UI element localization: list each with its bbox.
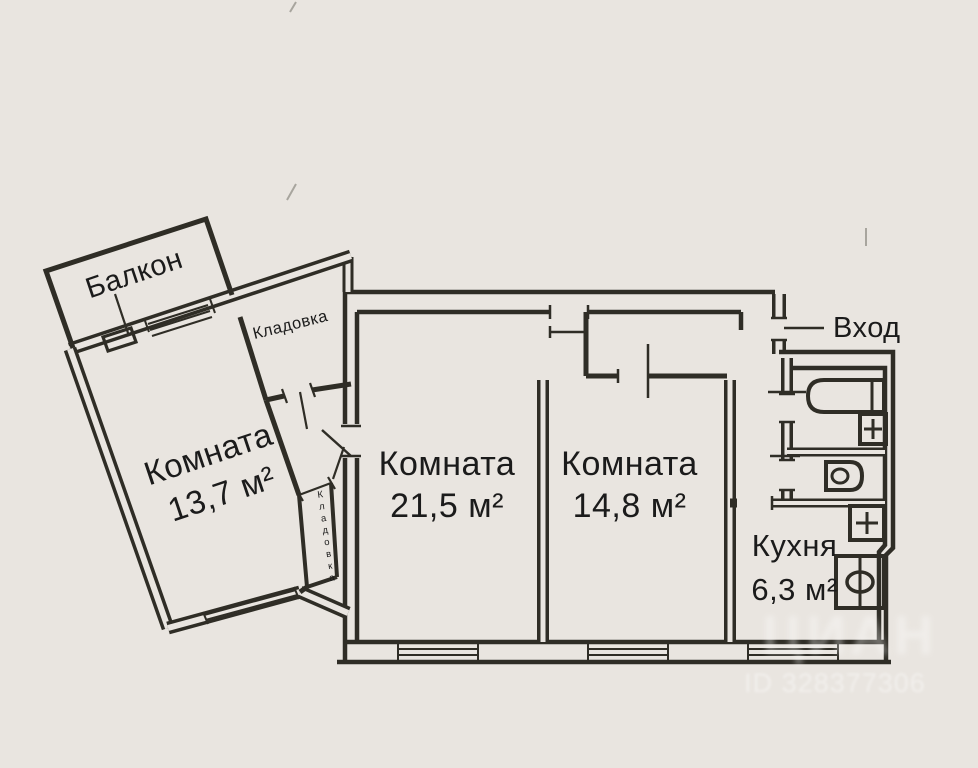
- interior-walls: [537, 312, 885, 642]
- room-21-5-area: 21,5 м²: [390, 487, 504, 525]
- label-room-14-8: Комната 14,8 м²: [537, 443, 722, 527]
- kitchen-area: 6,3 м²: [751, 572, 838, 607]
- label-room-21-5: Комната 21,5 м²: [352, 443, 542, 527]
- label-kitchen: Кухня 6,3 м²: [727, 524, 862, 612]
- kitchen-fixtures: [834, 504, 886, 610]
- watermark-id: ID 328377306: [744, 668, 926, 698]
- room-14-8-name: Комната: [561, 445, 698, 483]
- label-entrance: Вход: [833, 312, 923, 345]
- watermark-logo: ЦИАН: [762, 604, 938, 666]
- stove-symbol: [834, 554, 886, 610]
- window-symbols: [143, 298, 839, 662]
- kitchen-name: Кухня: [751, 528, 838, 563]
- toilet-symbol: [824, 460, 865, 492]
- pencil-marks: [286, 1, 867, 246]
- bath-sink-symbol: [858, 412, 888, 446]
- outer-walls: [337, 257, 896, 665]
- room-14-8-area: 14,8 м²: [572, 487, 687, 525]
- bathroom-fixtures: [805, 378, 888, 492]
- room-21-5-name: Комната: [378, 445, 516, 483]
- balcony-outline: [42, 215, 235, 349]
- bathtub-symbol: [805, 378, 886, 414]
- door-symbols: [100, 293, 824, 510]
- kitchen-sink-symbol: [848, 504, 886, 542]
- entrance-text: Вход: [833, 312, 901, 344]
